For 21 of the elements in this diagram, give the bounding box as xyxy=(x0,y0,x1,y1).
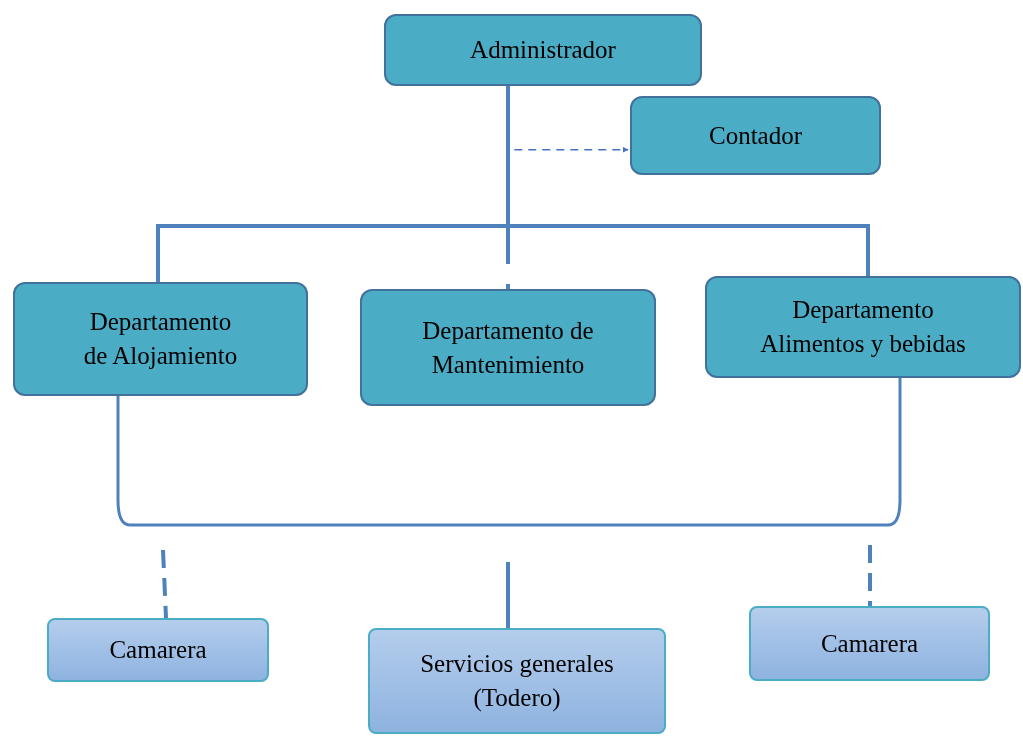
node-label: Contador xyxy=(708,120,802,151)
department-box xyxy=(384,14,702,86)
node-label: Camarera xyxy=(109,635,207,665)
connector-line xyxy=(506,86,870,276)
department-box xyxy=(630,96,881,175)
connector-line xyxy=(506,562,510,628)
node-label: Departamento Alimentos y bebidas xyxy=(759,295,967,359)
department-box xyxy=(360,289,656,406)
connector-line xyxy=(116,378,902,527)
staff-box xyxy=(47,618,269,682)
node-label: Camarera xyxy=(820,628,919,659)
staff-box xyxy=(368,628,666,734)
connector-line xyxy=(161,549,168,619)
department-box xyxy=(705,276,1021,378)
node-label: Servicios generales (Todero) xyxy=(419,649,615,714)
node-label: Departamento de Mantenimiento xyxy=(421,315,595,380)
node-label: Administrador xyxy=(470,35,616,65)
connector-line xyxy=(868,545,872,606)
node-label: Departamento de Alojamiento xyxy=(82,307,239,371)
department-box xyxy=(13,282,308,396)
staff-box xyxy=(749,606,990,681)
